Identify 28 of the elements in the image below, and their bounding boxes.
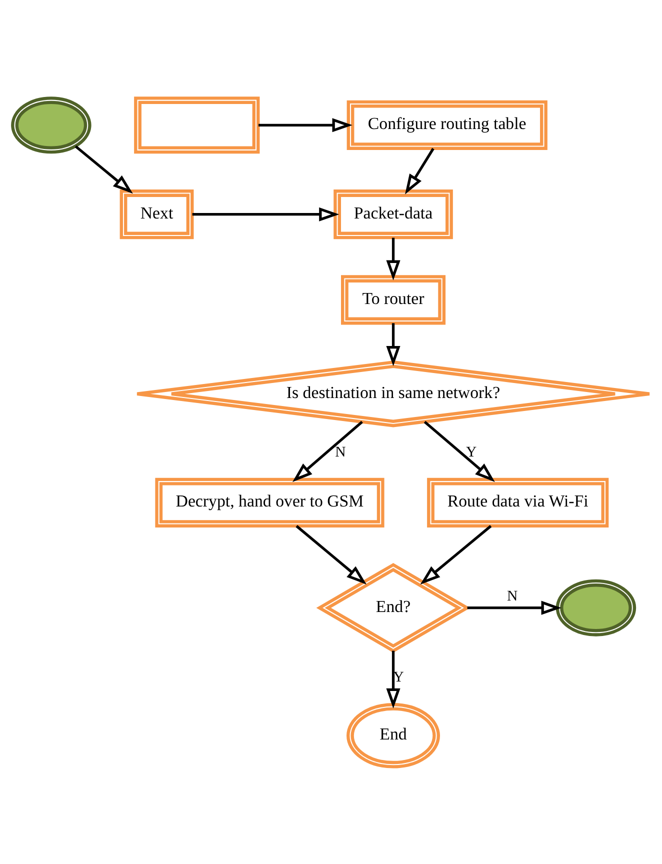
- arrow: [258, 118, 352, 132]
- arrow: [424, 420, 495, 482]
- node-diamond: End?: [316, 562, 470, 652]
- node-ellipse: End: [346, 702, 440, 768]
- node-box: [134, 96, 260, 154]
- arrow: [386, 650, 400, 708]
- node-diamond: Is destination in same network?: [136, 360, 651, 427]
- edge-label: N: [506, 588, 518, 604]
- arrow: [467, 600, 562, 614]
- edge-label: N: [335, 444, 346, 460]
- arrow: [404, 147, 434, 194]
- node-box: Configure routing table: [346, 100, 548, 150]
- node-circle: [11, 96, 92, 154]
- arrow: [192, 206, 340, 221]
- arrow: [74, 144, 133, 194]
- arrow: [296, 524, 367, 584]
- arrow: [386, 237, 400, 280]
- node-box: Route data via Wi-Fi: [427, 477, 609, 527]
- arrow: [420, 524, 492, 584]
- edge-label: Y: [466, 444, 477, 460]
- node-box: Decrypt, hand over to GSM: [155, 477, 384, 527]
- arrow: [292, 420, 363, 482]
- node-box: Next: [120, 189, 194, 239]
- arrow: [386, 322, 400, 366]
- node-box: To router: [341, 274, 446, 324]
- node-circle: [556, 578, 636, 636]
- edge-label: Y: [393, 669, 404, 686]
- node-box: Packet-data: [334, 189, 453, 239]
